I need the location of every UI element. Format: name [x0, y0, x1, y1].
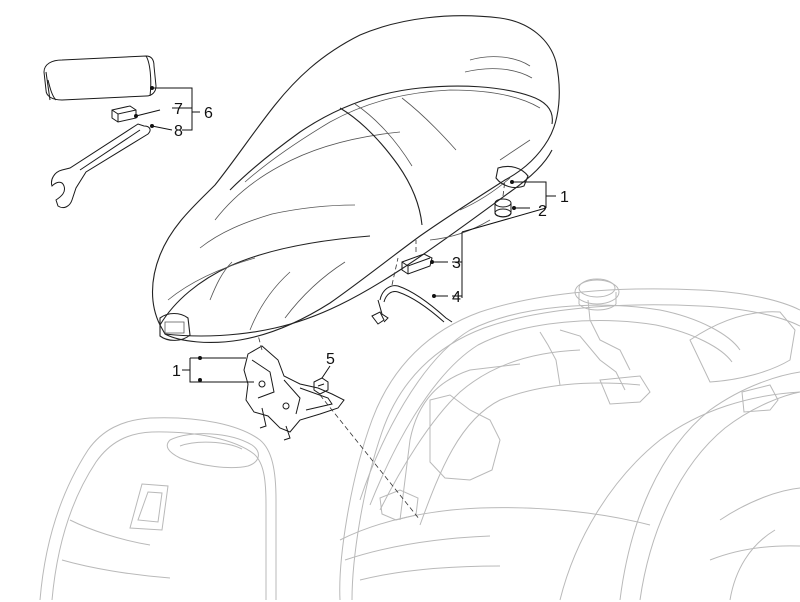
pouch-clip — [111, 105, 137, 123]
callout-4: 4 — [452, 289, 461, 306]
release-cable — [371, 285, 453, 325]
callout-3: 3 — [452, 255, 461, 272]
callout-leaders — [134, 86, 556, 383]
callout-1-seat: 1 — [560, 189, 569, 206]
side-panel — [39, 417, 277, 601]
screw — [313, 377, 329, 395]
assembly-lines — [257, 179, 506, 521]
spanner — [51, 123, 151, 209]
scooter-body — [339, 278, 800, 601]
callout-7: 7 — [174, 101, 183, 118]
latch-bracket — [401, 253, 433, 275]
callout-2: 2 — [538, 203, 547, 220]
callout-6: 6 — [204, 105, 213, 122]
callout-5: 5 — [326, 351, 335, 368]
rubber-buffer — [494, 198, 512, 218]
seat — [152, 15, 560, 343]
tool-pouch — [43, 55, 157, 101]
seat-hinge — [243, 345, 345, 441]
callout-labels: 1 2 3 4 1 5 6 7 8 — [172, 101, 569, 380]
callout-1-hinge: 1 — [172, 363, 181, 380]
callout-8: 8 — [174, 123, 183, 140]
